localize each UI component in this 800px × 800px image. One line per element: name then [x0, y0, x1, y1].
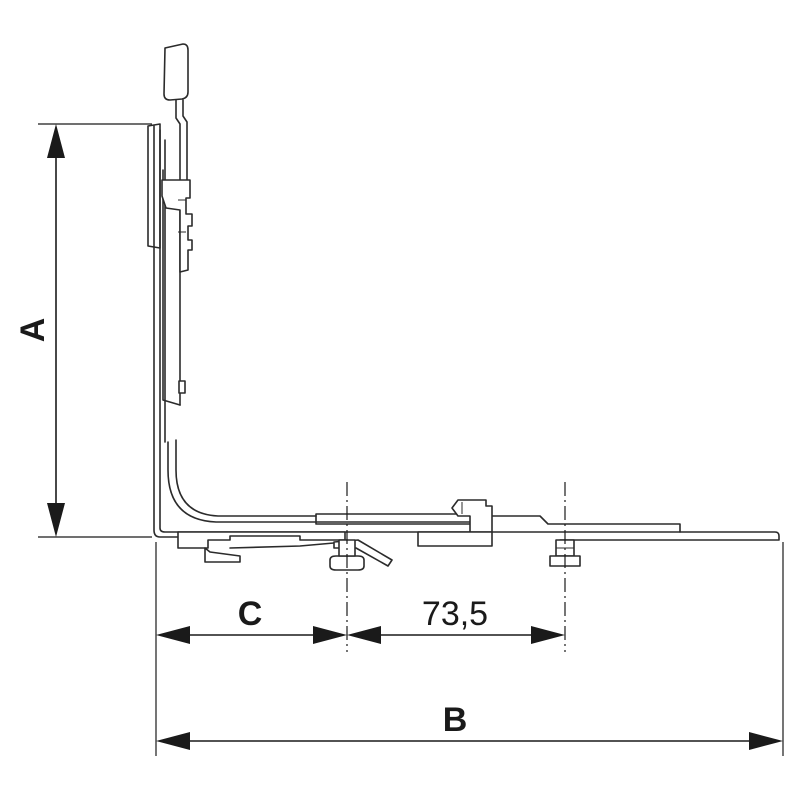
dimension-a-label: A — [14, 318, 52, 343]
lower-strip — [229, 541, 346, 549]
dimension-a-arrow-top — [47, 124, 65, 158]
dimension-b: B — [156, 701, 783, 750]
horizontal-main-plate — [177, 531, 780, 541]
top-neck-right — [182, 99, 188, 183]
angle-bracket-part — [147, 43, 780, 571]
dimension-spacing-arrow-right — [531, 626, 565, 644]
dimension-b-arrow-left — [156, 732, 190, 750]
horizontal-clip — [451, 499, 493, 533]
top-end-cap — [163, 43, 189, 101]
vertical-plate-left — [162, 169, 181, 406]
dimension-c-label: C — [238, 595, 263, 633]
dimension-a: A — [14, 124, 65, 537]
dimension-spacing: 73,5 — [347, 595, 565, 644]
dimension-a-arrow-bottom — [47, 503, 65, 537]
lower-rivet — [178, 380, 186, 394]
bracket-outer-edge — [153, 125, 179, 538]
bend-outer — [167, 441, 481, 523]
bracket-inner-edge-1 — [159, 129, 179, 533]
dimension-b-arrow-right — [749, 732, 783, 750]
dimension-spacing-arrow-left — [347, 626, 381, 644]
bend-inner — [175, 439, 317, 517]
lower-tab — [204, 547, 241, 563]
upper-clip — [161, 179, 193, 273]
horizontal-mid-strip — [479, 515, 681, 533]
dimension-c-arrow-left — [156, 626, 190, 644]
lower-block-right — [417, 531, 493, 547]
top-neck — [175, 99, 181, 183]
lower-block-left — [177, 531, 346, 549]
bracket-gasket — [147, 123, 161, 249]
dimension-c-arrow-right — [313, 626, 347, 644]
dimension-spacing-label: 73,5 — [422, 595, 488, 633]
dimension-b-label: B — [443, 701, 468, 739]
dimension-c: C — [156, 595, 347, 644]
